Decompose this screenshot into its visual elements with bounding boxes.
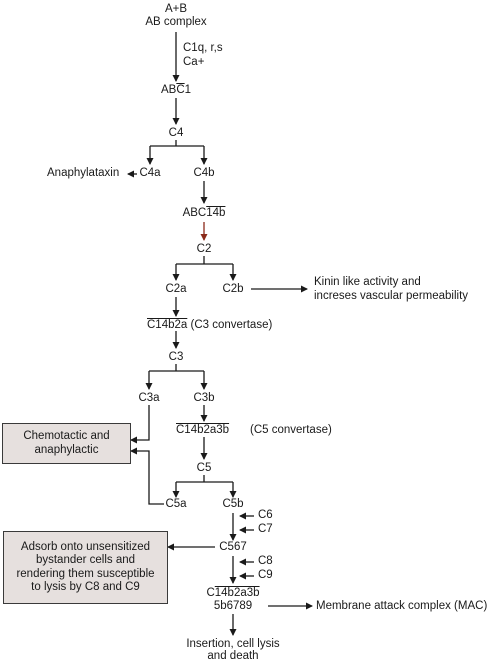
cofactor-label-1: C1q, r,s: [183, 42, 223, 54]
node-c4: C4: [168, 127, 184, 139]
node-c14b2a-name: C14b2a: [147, 319, 188, 331]
start-label-1: A+B: [164, 3, 188, 15]
chemotactic-text: Chemotactic and anaphylactic: [23, 430, 109, 457]
node-c14b2a: C14b2a (C3 convertase): [147, 319, 272, 332]
node-abc14b: ABC14b: [183, 207, 226, 220]
c5-convertase-label: (C5 convertase): [250, 424, 332, 436]
node-c2: C2: [196, 243, 212, 255]
kinin-label-2: increses vascular permeability: [314, 290, 469, 302]
node-c8: C8: [258, 555, 273, 567]
mac-label: Membrane attack complex (MAC): [316, 600, 488, 612]
anaphylataxin-label: Anaphylataxin: [47, 167, 120, 179]
chemotactic-line-1: Chemotactic and: [23, 430, 110, 442]
end-label-2: and death: [207, 650, 259, 662]
node-abc1-suffix: 1: [184, 84, 192, 96]
node-c6: C6: [258, 509, 273, 521]
node-c3a: C3a: [138, 392, 160, 404]
node-abc1-prefix: AB: [160, 84, 177, 96]
node-c5a: C5a: [165, 498, 187, 510]
node-c4b: C4b: [193, 167, 215, 179]
node-mac-complex-line-2: 5b6789: [213, 600, 253, 612]
adsorb-line-3: rendering them susceptible: [16, 567, 155, 580]
node-c9: C9: [258, 569, 273, 581]
c3-convertase-label: (C3 convertase): [190, 319, 273, 331]
adsorb-line-4: to lysis by C8 and C9: [31, 581, 140, 593]
node-c5: C5: [196, 462, 212, 474]
node-c5b: C5b: [222, 498, 244, 510]
adsorb-text: Adsorb onto unsensitized bystander cells…: [16, 541, 154, 595]
arrow-c3a-to-chemotactic: [130, 405, 150, 444]
kinin-label-1: Kinin like activity and: [314, 276, 421, 288]
chemotactic-line-2: anaphylactic: [34, 443, 99, 456]
node-c14b2a3b: C14b2a3b: [176, 424, 229, 437]
node-c3: C3: [168, 351, 184, 363]
node-mac-complex-bar: 14b2a3b: [214, 587, 260, 599]
adsorb-box: Adsorb onto unsensitized bystander cells…: [3, 531, 168, 604]
node-c567: C567: [219, 541, 247, 553]
start-label-2: AB complex: [145, 16, 207, 28]
node-mac-complex-prefix: C: [206, 587, 215, 599]
node-c2a: C2a: [165, 283, 187, 295]
cofactor-label-2: Ca+: [183, 56, 205, 68]
node-abc14b-bar: 14b: [206, 207, 226, 219]
chemotactic-box: Chemotactic and anaphylactic: [2, 423, 131, 464]
node-abc1-bar: C: [176, 84, 185, 96]
node-c7: C7: [258, 523, 273, 535]
node-c2b: C2b: [222, 283, 244, 295]
end-label-1: Insertion, cell lysis: [186, 638, 280, 650]
node-abc1: ABC1: [161, 84, 191, 97]
adsorb-line-2: bystander cells and: [35, 554, 136, 566]
adsorb-line-1: Adsorb onto unsensitized: [20, 540, 151, 553]
node-c4a: C4a: [139, 167, 161, 179]
node-mac-complex-line-1: C14b2a3b: [206, 587, 259, 600]
node-abc14b-prefix: ABC: [182, 207, 207, 219]
node-c14b2a3b-name: C14b2a3b: [176, 424, 230, 436]
node-c3b: C3b: [193, 392, 215, 404]
arrow-c5a-to-chemotactic: [130, 447, 164, 505]
